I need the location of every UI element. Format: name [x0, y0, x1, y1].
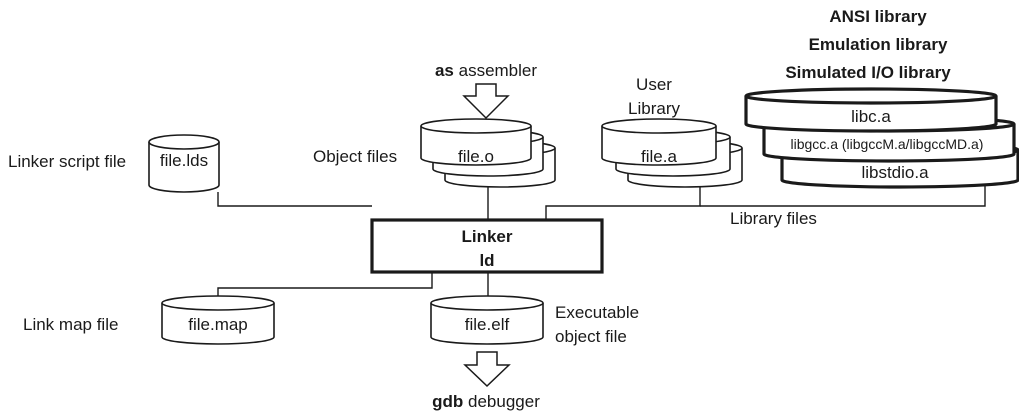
connector-user-library — [545, 186, 701, 220]
executable-file: file.elf — [465, 315, 510, 334]
std-library-libstdio: libstdio.a — [861, 163, 929, 182]
connector-std-libraries — [700, 186, 986, 207]
connector-linker-script — [217, 192, 372, 207]
assembler-desc: assembler — [459, 61, 538, 80]
object-file-front — [420, 118, 532, 166]
object-files-file: file.o — [458, 147, 494, 166]
std-library-libc: libc.a — [851, 107, 891, 126]
library-files-label: Library files — [730, 209, 817, 228]
linker-script-file: file.lds — [160, 151, 208, 170]
assembler-label: as assembler — [435, 61, 537, 80]
executable-label-line2: object file — [555, 327, 627, 346]
connector-lines — [217, 186, 986, 296]
debugger-desc: debugger — [468, 392, 540, 411]
object-files-label: Object files — [313, 147, 397, 166]
user-library-label-line1: User — [636, 75, 672, 94]
linker-script-cylinder — [148, 134, 220, 193]
executable-label-line1: Executable — [555, 303, 639, 322]
libc-cylinder — [744, 87, 998, 133]
std-library-title-emulation: Emulation library — [809, 35, 948, 54]
linker-command: ld — [479, 251, 494, 270]
user-library-front — [601, 118, 717, 166]
debugger-arrow — [463, 351, 511, 388]
link-map-file: file.map — [188, 315, 248, 334]
link-map-cylinder — [161, 295, 275, 345]
link-map-label: Link map file — [23, 315, 118, 334]
linker-script-label: Linker script file — [8, 152, 126, 171]
linker-title: Linker — [461, 227, 512, 246]
std-library-libgcc: libgcc.a (libgccM.a/libgccMD.a) — [791, 136, 984, 152]
debugger-label: gdb debugger — [432, 392, 540, 411]
executable-cylinder — [430, 295, 544, 345]
assembler-tool: as — [435, 61, 454, 80]
object-files-stack — [420, 118, 556, 188]
assembler-arrow — [462, 83, 510, 120]
std-library-title-simulated-io: Simulated I/O library — [785, 63, 951, 82]
linker-box — [370, 218, 604, 274]
user-library-label-line2: Library — [628, 99, 680, 118]
debugger-tool: gdb — [432, 392, 463, 411]
std-library-title-ansi: ANSI library — [829, 7, 927, 26]
std-libraries-stack — [744, 87, 1019, 189]
connector-link-map — [217, 272, 433, 296]
user-library-file: file.a — [641, 147, 677, 166]
user-library-stack — [601, 118, 743, 188]
